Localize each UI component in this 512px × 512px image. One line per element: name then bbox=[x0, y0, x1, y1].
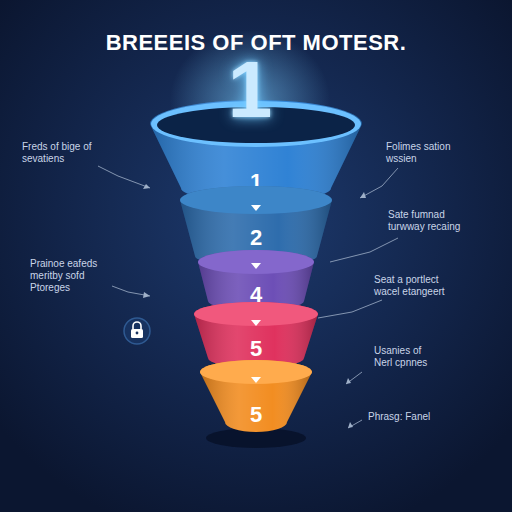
stage-number: 5 bbox=[200, 404, 312, 426]
band-body bbox=[198, 250, 314, 310]
down-marker bbox=[251, 320, 261, 326]
lock-body bbox=[131, 329, 143, 338]
side-note: Phrasg: Fanel bbox=[368, 411, 468, 423]
band-shading bbox=[198, 250, 314, 310]
funnel-band: 4 bbox=[198, 250, 314, 310]
leader-line bbox=[330, 238, 398, 262]
lock-shackle bbox=[133, 322, 141, 329]
down-marker bbox=[251, 205, 261, 211]
leader-head bbox=[346, 378, 351, 384]
leader-head bbox=[143, 184, 150, 189]
leader-line bbox=[98, 166, 150, 188]
stage-number: 5 bbox=[194, 338, 318, 360]
leader-line bbox=[346, 372, 362, 384]
leader-line bbox=[360, 168, 398, 198]
lock-icon bbox=[124, 318, 150, 344]
side-note: Usanies of Nerl cpnnes bbox=[374, 345, 440, 369]
funnel-band: 5 bbox=[200, 360, 312, 432]
band-shading bbox=[200, 360, 312, 432]
side-note: Folimes sation wssien bbox=[386, 141, 466, 165]
down-marker bbox=[251, 377, 261, 383]
side-note: Prainoe eafeds meritby sofd Ptoreges bbox=[30, 258, 110, 294]
leader-line bbox=[348, 420, 362, 428]
side-note: Freds of bige of sevatiens bbox=[22, 141, 96, 165]
leader-head bbox=[348, 422, 353, 428]
lock-circle bbox=[124, 318, 150, 344]
side-note: Seat a portlect wacel etangeert bbox=[374, 274, 466, 298]
band-top bbox=[198, 250, 314, 274]
hero-number: 1 bbox=[200, 50, 300, 130]
lock-keyhole bbox=[136, 332, 139, 335]
side-note: Sate fumnad turwway recaing bbox=[388, 209, 480, 233]
band-top bbox=[180, 186, 332, 214]
band-body bbox=[194, 302, 318, 368]
leader-line bbox=[318, 300, 382, 318]
down-marker bbox=[251, 263, 261, 269]
leader-head bbox=[360, 192, 366, 198]
stage-number: 2 bbox=[180, 227, 332, 249]
band-body bbox=[200, 360, 312, 432]
band-top bbox=[200, 360, 312, 384]
funnel-band: 5 bbox=[194, 302, 318, 368]
band-top bbox=[194, 302, 318, 326]
leader-head bbox=[143, 292, 150, 298]
band-shading bbox=[194, 302, 318, 368]
